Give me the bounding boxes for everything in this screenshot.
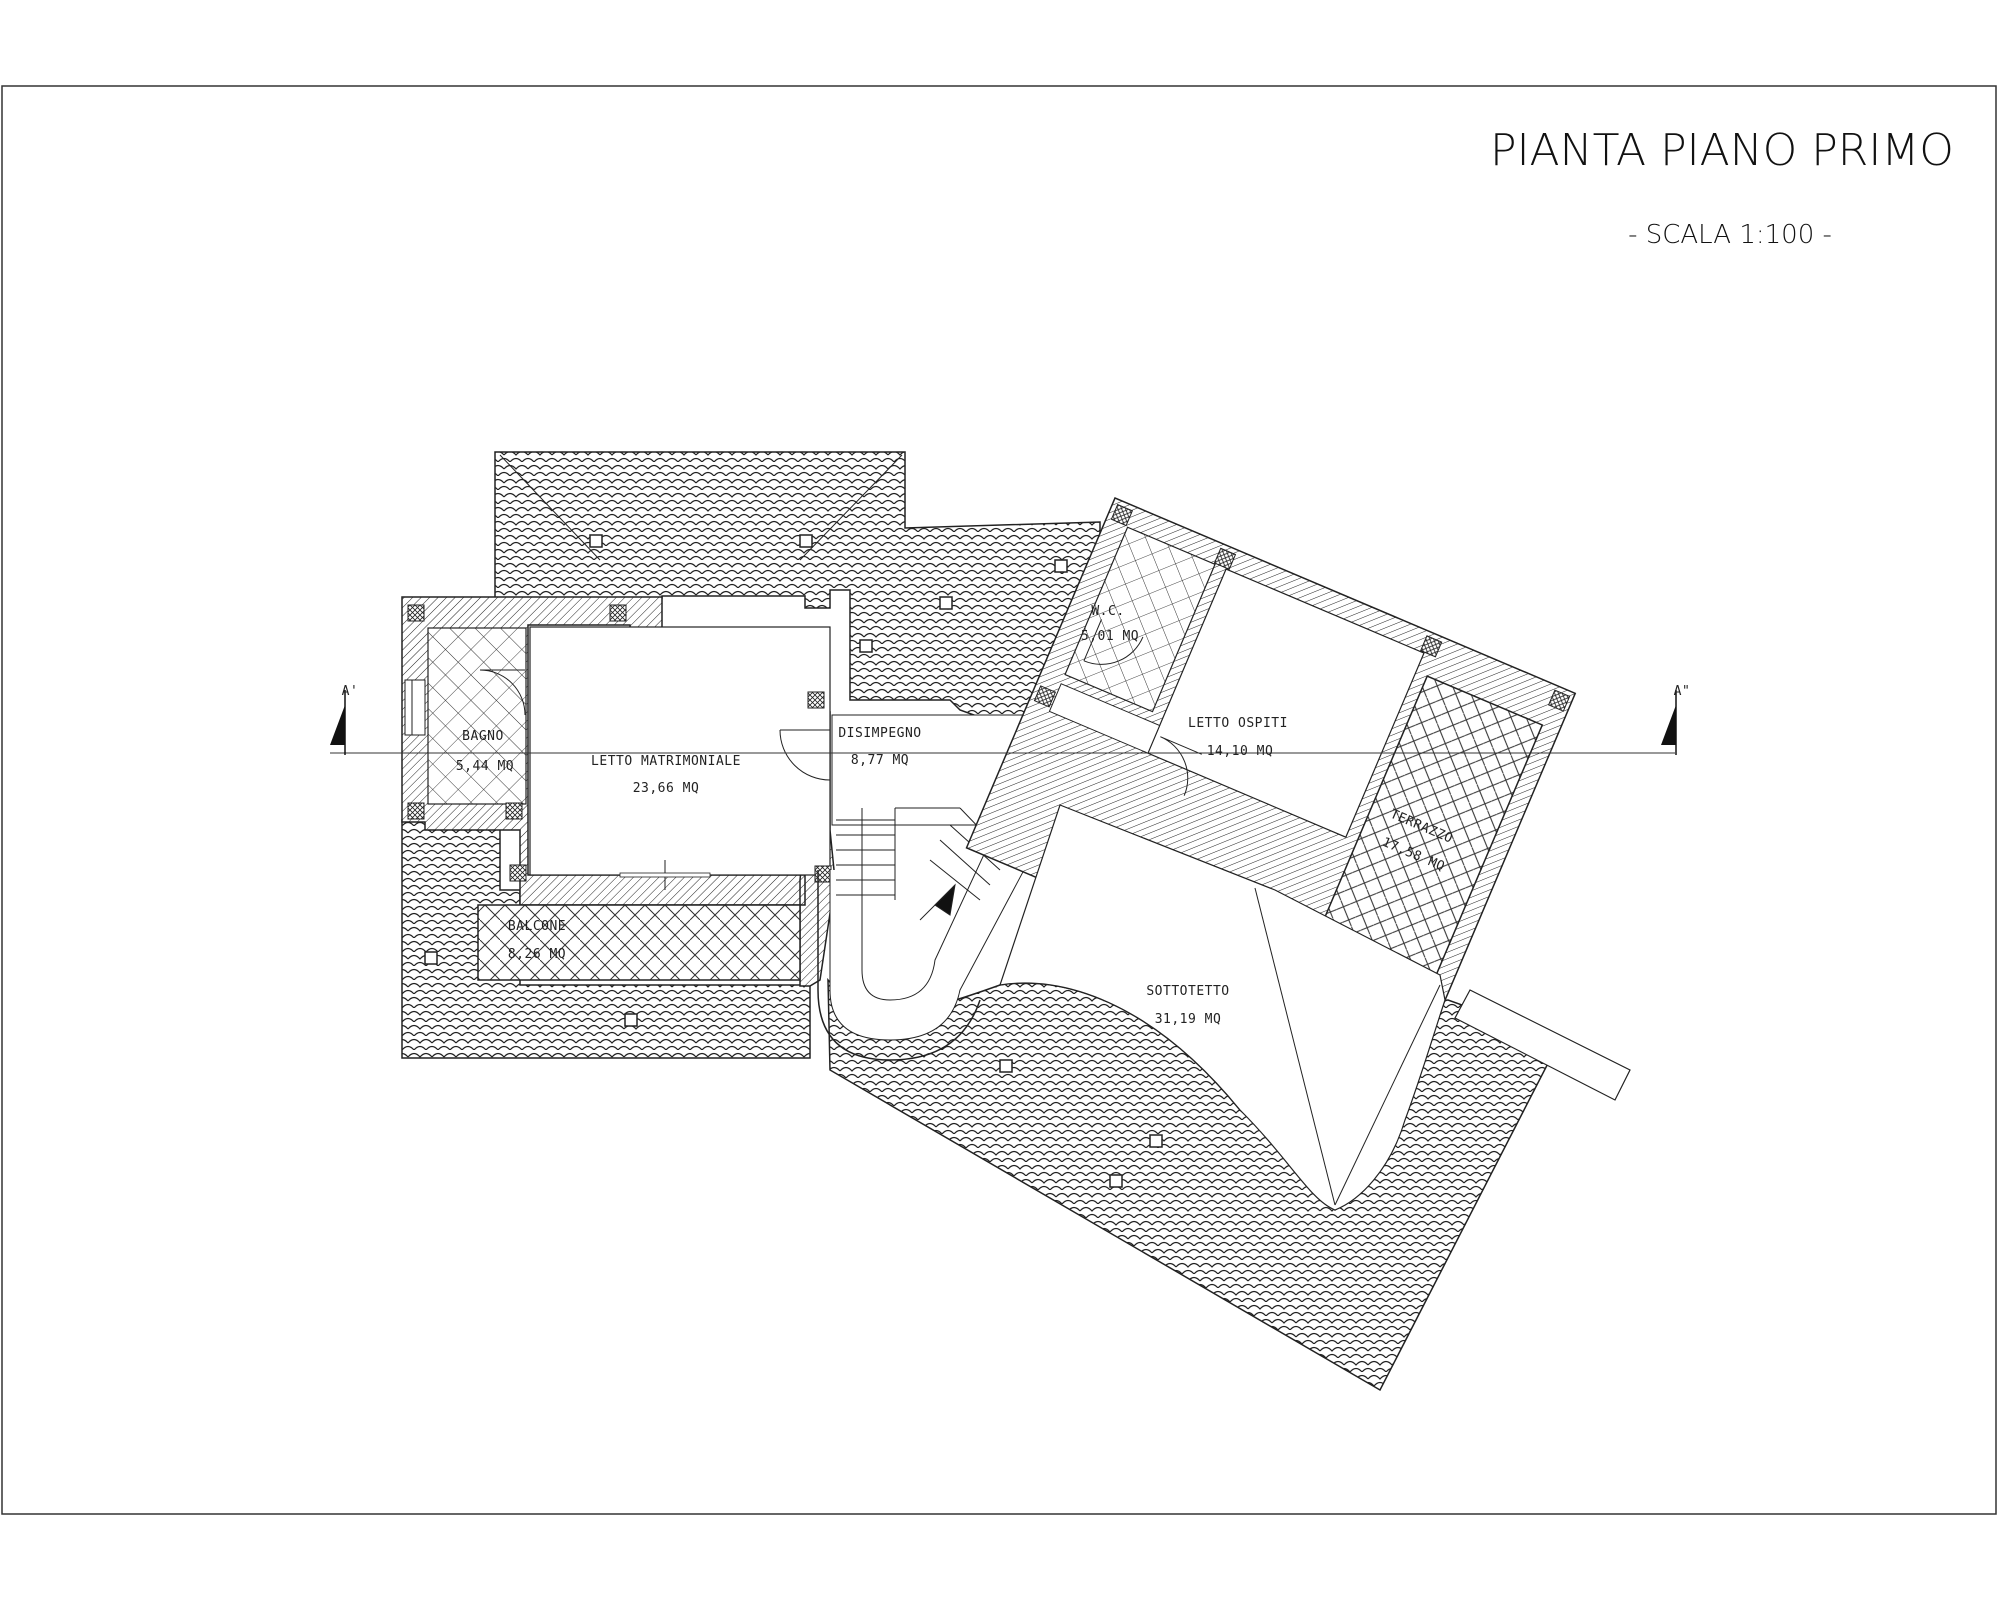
roof-areas [401, 451, 1562, 1392]
roof-left [401, 819, 811, 1059]
sottotetto-area [999, 804, 1631, 1211]
room-area-letto-matrimoniale: 23,66 MQ [633, 781, 700, 796]
room-label-letto-matrimoniale: LETTO MATRIMONIALE [591, 754, 741, 769]
room-labels: BAGNO 5,44 MQ LETTO MATRIMONIALE 23,66 M… [456, 604, 1455, 1027]
room-area-disimpegno: 8,77 MQ [851, 753, 909, 768]
left-block [401, 596, 1033, 987]
drawing-title: PIANTA PIANO PRIMO [1490, 125, 1954, 176]
section-line: A' A" [330, 684, 1690, 755]
room-label-letto-ospiti: LETTO OSPITI [1188, 716, 1288, 731]
room-label-bagno: BAGNO [462, 729, 504, 744]
wc-floor [1064, 526, 1216, 713]
room-label-balcone: BALCONE [508, 919, 566, 934]
room-area-bagno: 5,44 MQ [456, 759, 514, 774]
room-area-sottotetto: 31,19 MQ [1155, 1012, 1222, 1027]
sottotetto-floor [999, 804, 1446, 1211]
bagno-floor [427, 627, 527, 805]
room-label-wc: W.C. [1091, 604, 1124, 619]
room-area-wc: 5,01 MQ [1081, 629, 1139, 644]
letto-matrimoniale-floor [529, 626, 831, 876]
section-mark-left: A' [342, 684, 359, 699]
section-arrow-left-icon [330, 705, 345, 745]
room-label-sottotetto: SOTTOTETTO [1146, 984, 1229, 999]
room-label-disimpegno: DISIMPEGNO [838, 726, 921, 741]
sheet-border [1, 85, 1997, 1515]
stairs [817, 807, 1041, 1061]
section-mark-right: A" [1674, 684, 1691, 699]
letto-ospiti-floor [1147, 568, 1425, 838]
roof-top [494, 451, 1101, 729]
room-area-letto-ospiti: 14,10 MQ [1207, 744, 1274, 759]
drawing-scale: - SCALA 1:100 - [1628, 220, 1832, 250]
section-arrow-right-icon [1661, 705, 1676, 745]
room-area-balcone: 8,26 MQ [508, 947, 566, 962]
balcone-floor [477, 904, 801, 981]
